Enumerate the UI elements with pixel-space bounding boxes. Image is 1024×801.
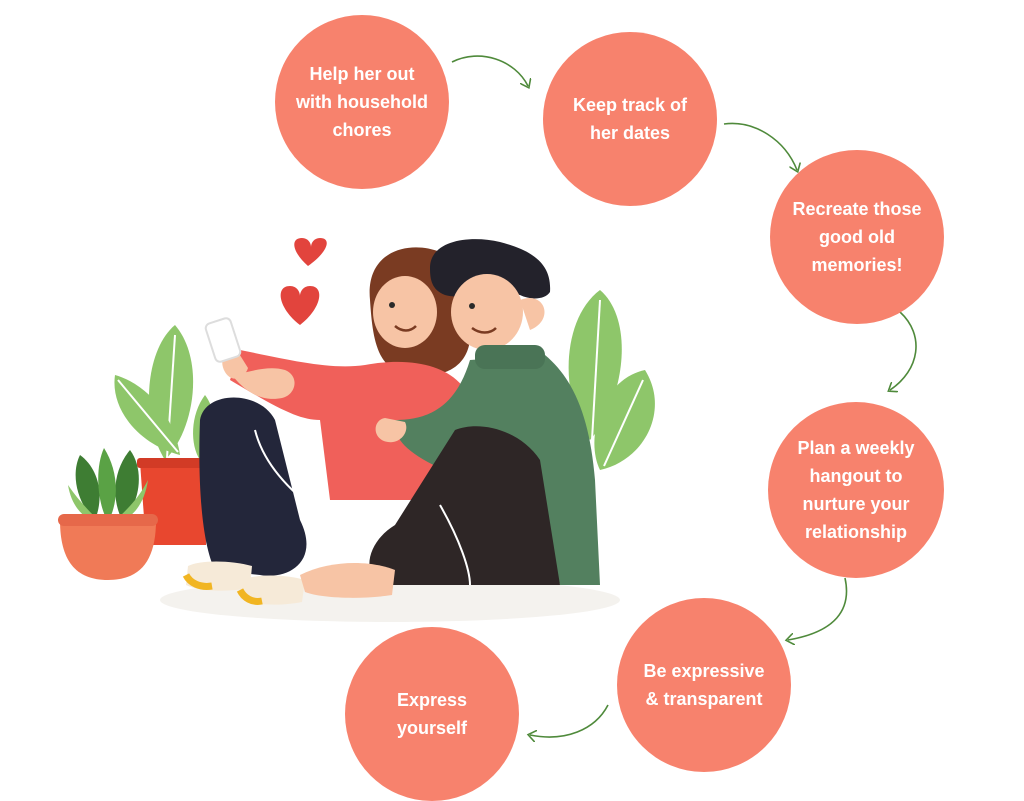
phone-icon [204, 317, 242, 363]
arrow-connector [723, 122, 797, 170]
step-circle-household-chores: Help her out with household chores [275, 15, 449, 189]
boy-pants [369, 426, 560, 585]
step-text: Express yourself [396, 690, 468, 738]
leafy-plant-left [114, 325, 215, 460]
boy-foot [300, 563, 395, 598]
arrow-connector [890, 311, 917, 390]
heart-icon [280, 286, 320, 325]
boy-hair [430, 239, 551, 299]
heart-icon [294, 238, 327, 266]
girl-face [373, 276, 437, 348]
girl-sock [240, 575, 305, 605]
step-circle-weekly-hangout: Plan a weekly hangout to nurture your re… [768, 402, 944, 578]
boy-face [451, 274, 523, 350]
arrow-connector [530, 704, 609, 737]
step-text: Keep track of her dates [572, 95, 688, 143]
step-circle-recreate-memories: Recreate those good old memories! [770, 150, 944, 324]
girl-pants [199, 397, 307, 576]
step-circle-track-dates: Keep track of her dates [543, 32, 717, 206]
step-text: Help her out with household chores [296, 64, 428, 140]
arrow-connector [788, 577, 848, 640]
step-text: Be expressive & transparent [643, 661, 765, 709]
arrow-connector [451, 55, 528, 86]
step-circle-express-yourself: Express yourself [345, 627, 519, 801]
potted-plant-icon [58, 448, 158, 580]
step-text: Recreate those good old memories! [792, 199, 922, 275]
red-pot [140, 462, 212, 545]
step-text: Plan a weekly hangout to nurture your re… [797, 438, 915, 542]
leafy-plant-right [568, 290, 655, 470]
step-circle-be-expressive: Be expressive & transparent [617, 598, 791, 772]
